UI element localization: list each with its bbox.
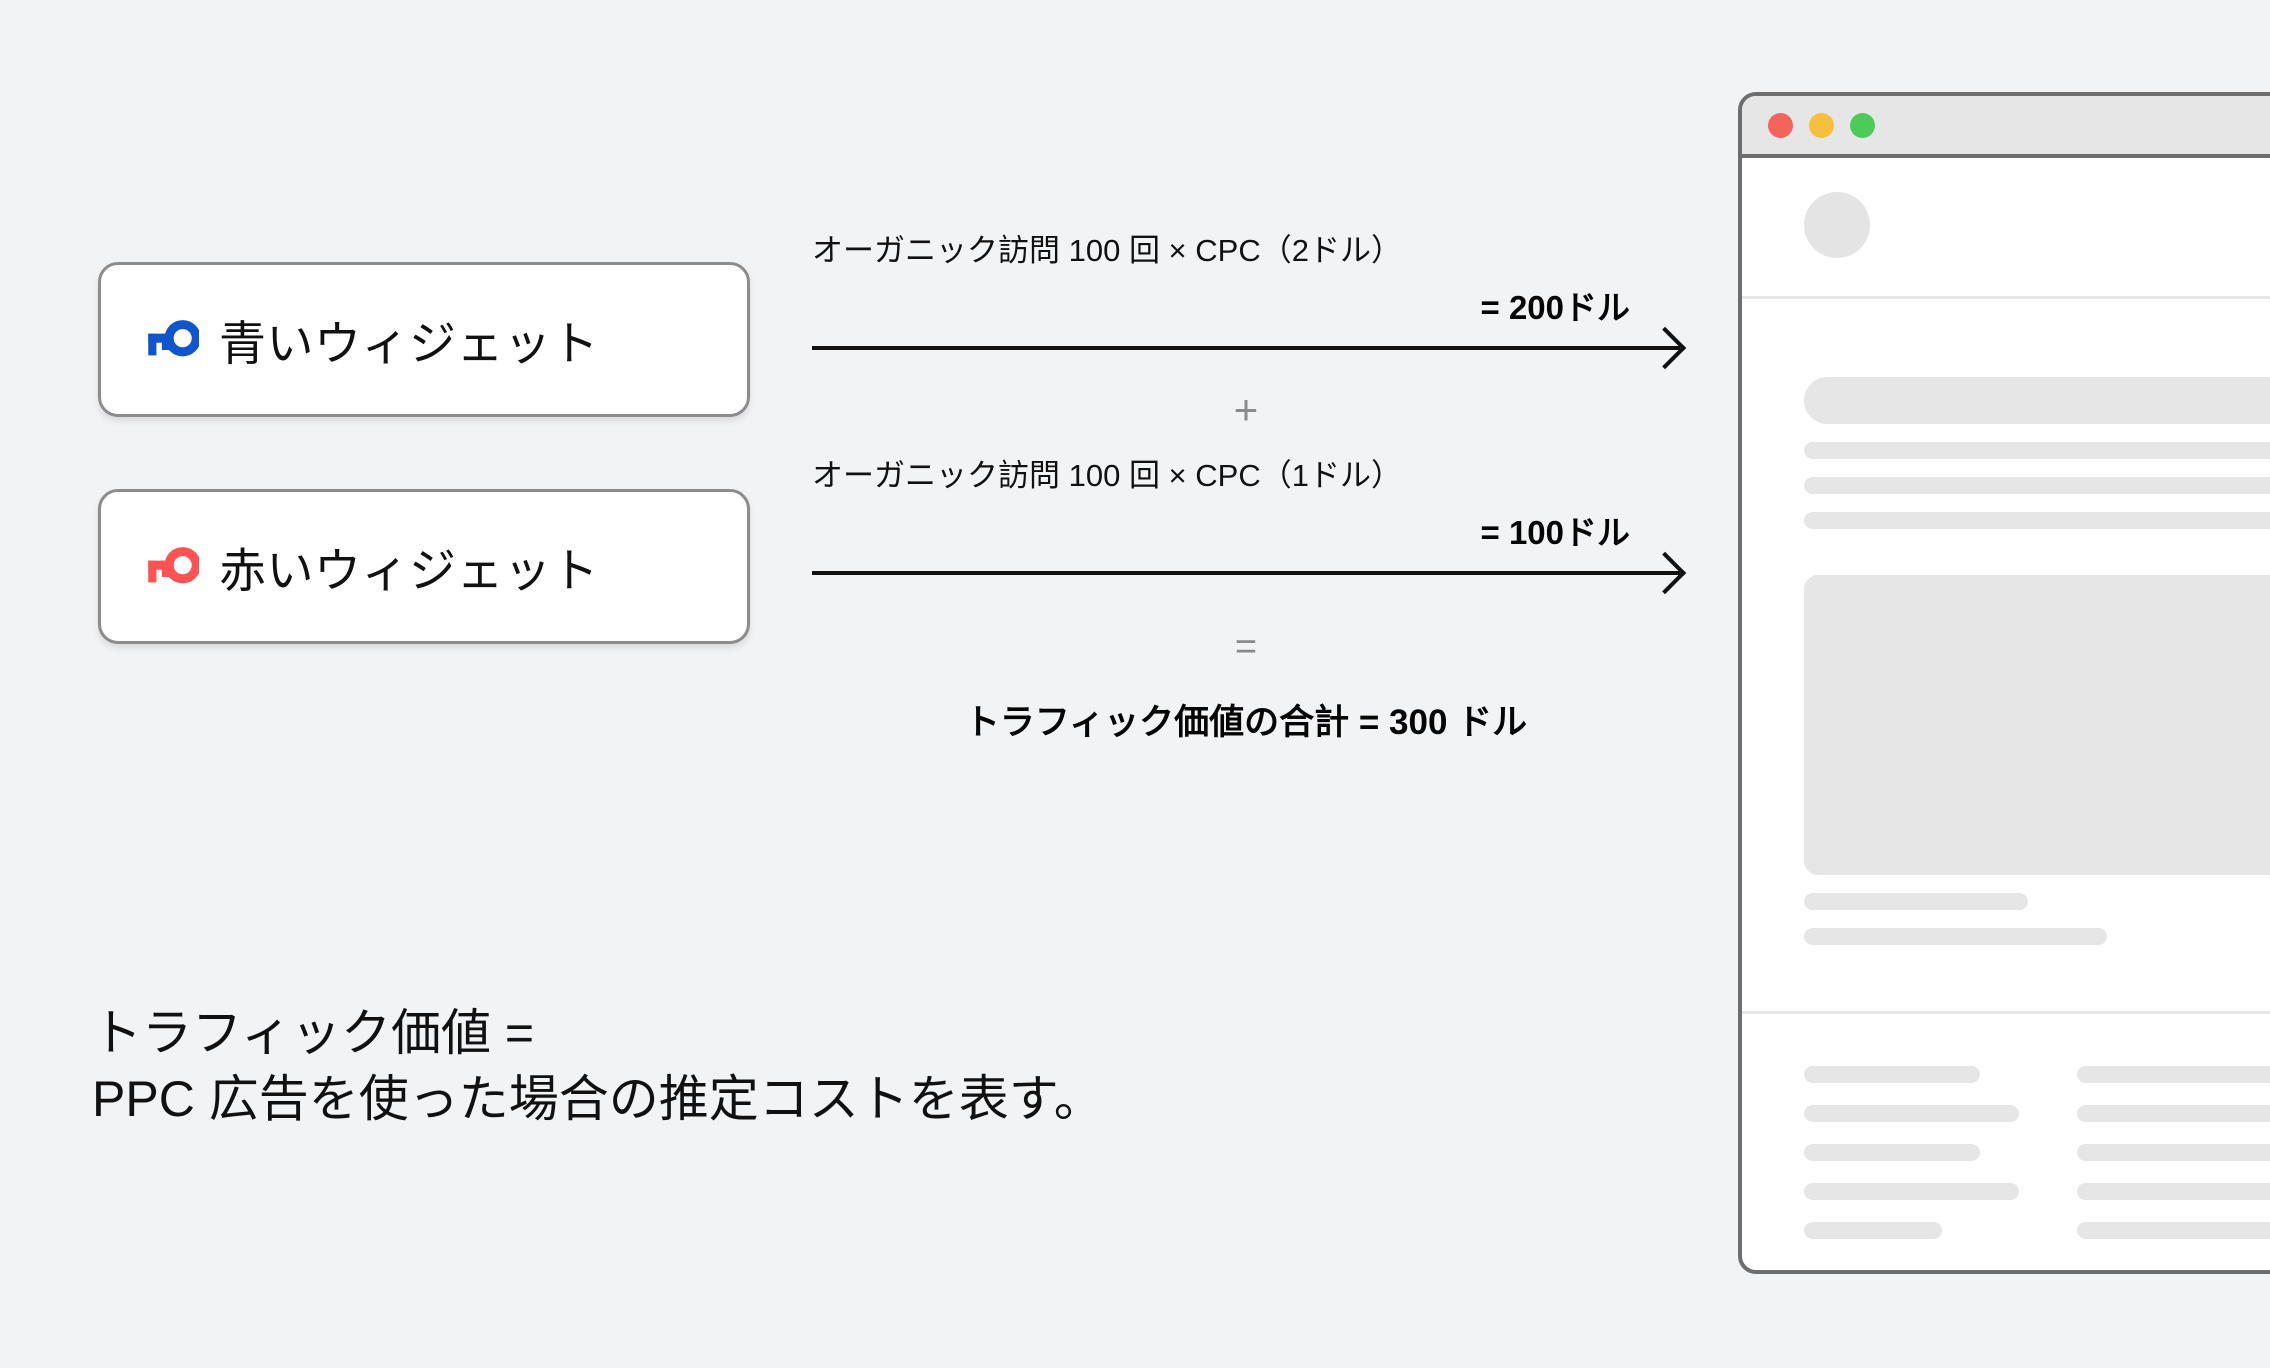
arrow-line <box>812 571 1680 576</box>
formula-expression: オーガニック訪問 100 回 × CPC（1ドル） <box>812 458 1402 494</box>
browser-window-mockup <box>1738 92 2270 1274</box>
formula-row-blue: オーガニック訪問 100 回 × CPC（2ドル） = 200ドル <box>812 232 1687 370</box>
skeleton-line <box>2077 1066 2270 1083</box>
widget-label: 赤いウィジェット <box>219 544 599 597</box>
widget-card-list: 青いウィジェット 赤いウィジェット <box>98 262 750 644</box>
arrow-right-icon <box>812 326 1687 370</box>
browser-content <box>1742 192 2270 1270</box>
column-right <box>2077 1066 2270 1270</box>
skeleton-line <box>1804 512 2270 529</box>
widget-label: 青いウィジェット <box>219 317 599 370</box>
skeleton-title <box>1804 377 2270 424</box>
formula-expression: オーガニック訪問 100 回 × CPC（2ドル） <box>812 233 1402 268</box>
article-header-skeleton <box>1742 377 2270 945</box>
column-left <box>1804 1066 2019 1270</box>
operator-plus: + <box>1233 386 1259 434</box>
formula-row-red: オーガニック訪問 100 回 × CPC（1ドル） = 100ドル <box>812 457 1687 595</box>
skeleton-line <box>1804 1222 1942 1239</box>
skeleton-line <box>1804 928 2107 945</box>
article-columns-skeleton <box>1742 1014 2270 1270</box>
divider <box>1742 296 2270 299</box>
arrow-head <box>1643 552 1687 595</box>
arrow-right-icon <box>812 552 1687 595</box>
skeleton-line <box>1804 893 2029 910</box>
widget-card-red[interactable]: 赤いウィジェット <box>98 489 750 644</box>
skeleton-line <box>1804 1183 2019 1200</box>
skeleton-line <box>2077 1222 2270 1239</box>
skeleton-line <box>1804 1144 1981 1161</box>
formula-area: オーガニック訪問 100 回 × CPC（2ドル） = 200ドル + オーガニ… <box>812 232 1692 745</box>
arrow-line <box>812 346 1680 351</box>
skeleton-line <box>1804 477 2270 494</box>
skeleton-line <box>1804 1066 1981 1083</box>
widget-card-blue[interactable]: 青いウィジェット <box>98 262 750 417</box>
browser-titlebar <box>1742 96 2270 158</box>
avatar <box>1804 192 1870 258</box>
formula-result: = 100ドル <box>1480 514 1631 552</box>
close-window-button[interactable] <box>1768 112 1793 138</box>
skeleton-line <box>1804 1105 2019 1122</box>
skeleton-line <box>1804 442 2270 459</box>
skeleton-line <box>2077 1105 2270 1122</box>
operator-equals: = <box>1234 626 1258 669</box>
divider <box>1742 1011 2270 1014</box>
formula-total: トラフィック価値の合計 = 300 ドル <box>964 703 1528 743</box>
formula-result: = 200ドル <box>1480 289 1631 327</box>
arrow-head <box>1643 326 1687 370</box>
skeleton-line <box>2077 1144 2270 1161</box>
skeleton-line <box>2077 1183 2270 1200</box>
key-icon <box>148 319 199 356</box>
zoom-window-button[interactable] <box>1850 112 1875 138</box>
caption-text: トラフィック価値 = PPC 広告を使った場合の推定コストを表す。 <box>92 1005 1104 1127</box>
key-icon <box>148 546 199 583</box>
minimize-window-button[interactable] <box>1809 112 1834 138</box>
skeleton-image-placeholder <box>1804 575 2270 875</box>
